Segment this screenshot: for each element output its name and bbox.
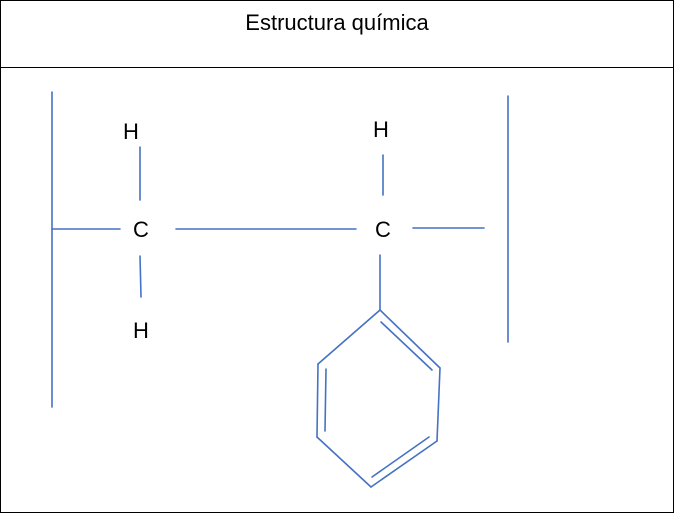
ring-double-bond: [324, 368, 327, 432]
ring-double-bond: [371, 436, 430, 478]
benzene-ring: [316, 309, 441, 488]
atom-c-left: C: [133, 217, 149, 242]
table-header-cell: Estructura química: [1, 1, 673, 68]
ring-bond: [316, 436, 372, 488]
table-header-text: Estructura química: [245, 10, 429, 35]
ring-bond: [370, 440, 438, 488]
atom-c-right: C: [375, 217, 391, 242]
ring-double-bond: [380, 321, 433, 371]
bond-c-left-to-h-bottom-left: [139, 255, 142, 298]
ring-bond: [436, 367, 441, 442]
ring-bond: [317, 309, 381, 365]
ring-bond: [379, 309, 441, 369]
atom-h-bottom-left: H: [133, 318, 149, 343]
ring-bond: [316, 363, 319, 438]
atom-h-top-left: H: [123, 119, 139, 144]
atom-h-top-right: H: [373, 117, 389, 142]
